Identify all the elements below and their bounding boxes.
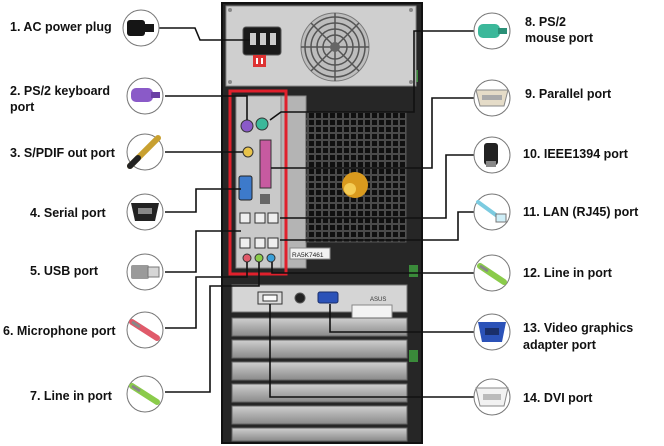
parallel-plug-icon <box>473 79 511 117</box>
io-callout-box <box>228 89 288 276</box>
power-supply-unit <box>225 5 417 87</box>
case-fan-vent <box>305 111 407 243</box>
leader-lines <box>155 27 474 398</box>
leader-vga <box>329 304 474 333</box>
label-microphone-port: 6. Microphone port <box>3 324 116 338</box>
serial-plug-icon <box>126 193 164 231</box>
serial-number-text: RA5K7461 <box>292 252 324 259</box>
leader-ieee1394 <box>280 154 474 219</box>
spdif-plug-icon <box>126 133 164 171</box>
ps2-mouse-plug-icon <box>473 12 511 50</box>
leader-serial <box>165 188 241 213</box>
vga-plug-icon <box>473 313 511 351</box>
label-lan-port: 11. LAN (RJ45) port <box>523 205 639 219</box>
usb-plug-icon <box>126 253 164 291</box>
psu-fan-grille <box>300 12 370 82</box>
microphone-plug-icon <box>126 311 164 349</box>
label-ps2-mouse-line1: 8. PS/2 <box>525 15 566 29</box>
label-line-in-port-left: 7. Line in port <box>30 389 112 403</box>
lan-plug-icon <box>473 193 511 231</box>
ieee1394-plug-icon <box>473 136 511 174</box>
leader-ps2-mouse <box>269 30 474 121</box>
ac-power-plug-icon <box>122 9 160 47</box>
leader-line-in-left <box>165 262 260 393</box>
label-serial-port: 4. Serial port <box>30 206 106 220</box>
label-ac-power-plug: 1. AC power plug <box>10 20 112 34</box>
leader-ps2-keyboard <box>165 95 248 120</box>
label-parallel-port: 9. Parallel port <box>525 87 612 101</box>
leader-lan <box>280 211 474 241</box>
label-usb-port: 5. USB port <box>30 264 99 278</box>
io-ports <box>238 117 279 263</box>
label-dvi-port: 14. DVI port <box>523 391 593 405</box>
leader-usb <box>165 230 241 273</box>
asus-logo-text: ASUS <box>370 297 386 303</box>
label-vga-line1: 13. Video graphics <box>523 321 634 335</box>
label-vga-line2: adapter port <box>523 338 596 352</box>
serial-label-sticker <box>289 247 331 260</box>
leader-dvi <box>269 304 474 398</box>
line-in-right-plug-icon <box>473 254 511 292</box>
line-in-plug-icon <box>126 375 164 413</box>
label-ps2-mouse-line2: mouse port <box>525 31 594 45</box>
label-ps2-keyboard-line1: 2. PS/2 keyboard <box>10 84 111 98</box>
label-line-in-port-right: 12. Line in port <box>523 266 612 280</box>
leader-microphone <box>165 262 248 329</box>
leader-ac-power <box>155 27 250 41</box>
leader-parallel <box>271 97 474 169</box>
ps2-keyboard-plug-icon <box>126 77 164 115</box>
label-ps2-keyboard-line2: port <box>10 100 35 114</box>
leader-line-in-right <box>271 262 474 274</box>
label-ieee1394-port: 10. IEEE1394 port <box>523 147 628 161</box>
expansion-slots: ASUS <box>231 284 408 442</box>
dvi-plug-icon <box>473 378 511 416</box>
label-spdif-out-port: 3. S/PDIF out port <box>10 146 115 160</box>
